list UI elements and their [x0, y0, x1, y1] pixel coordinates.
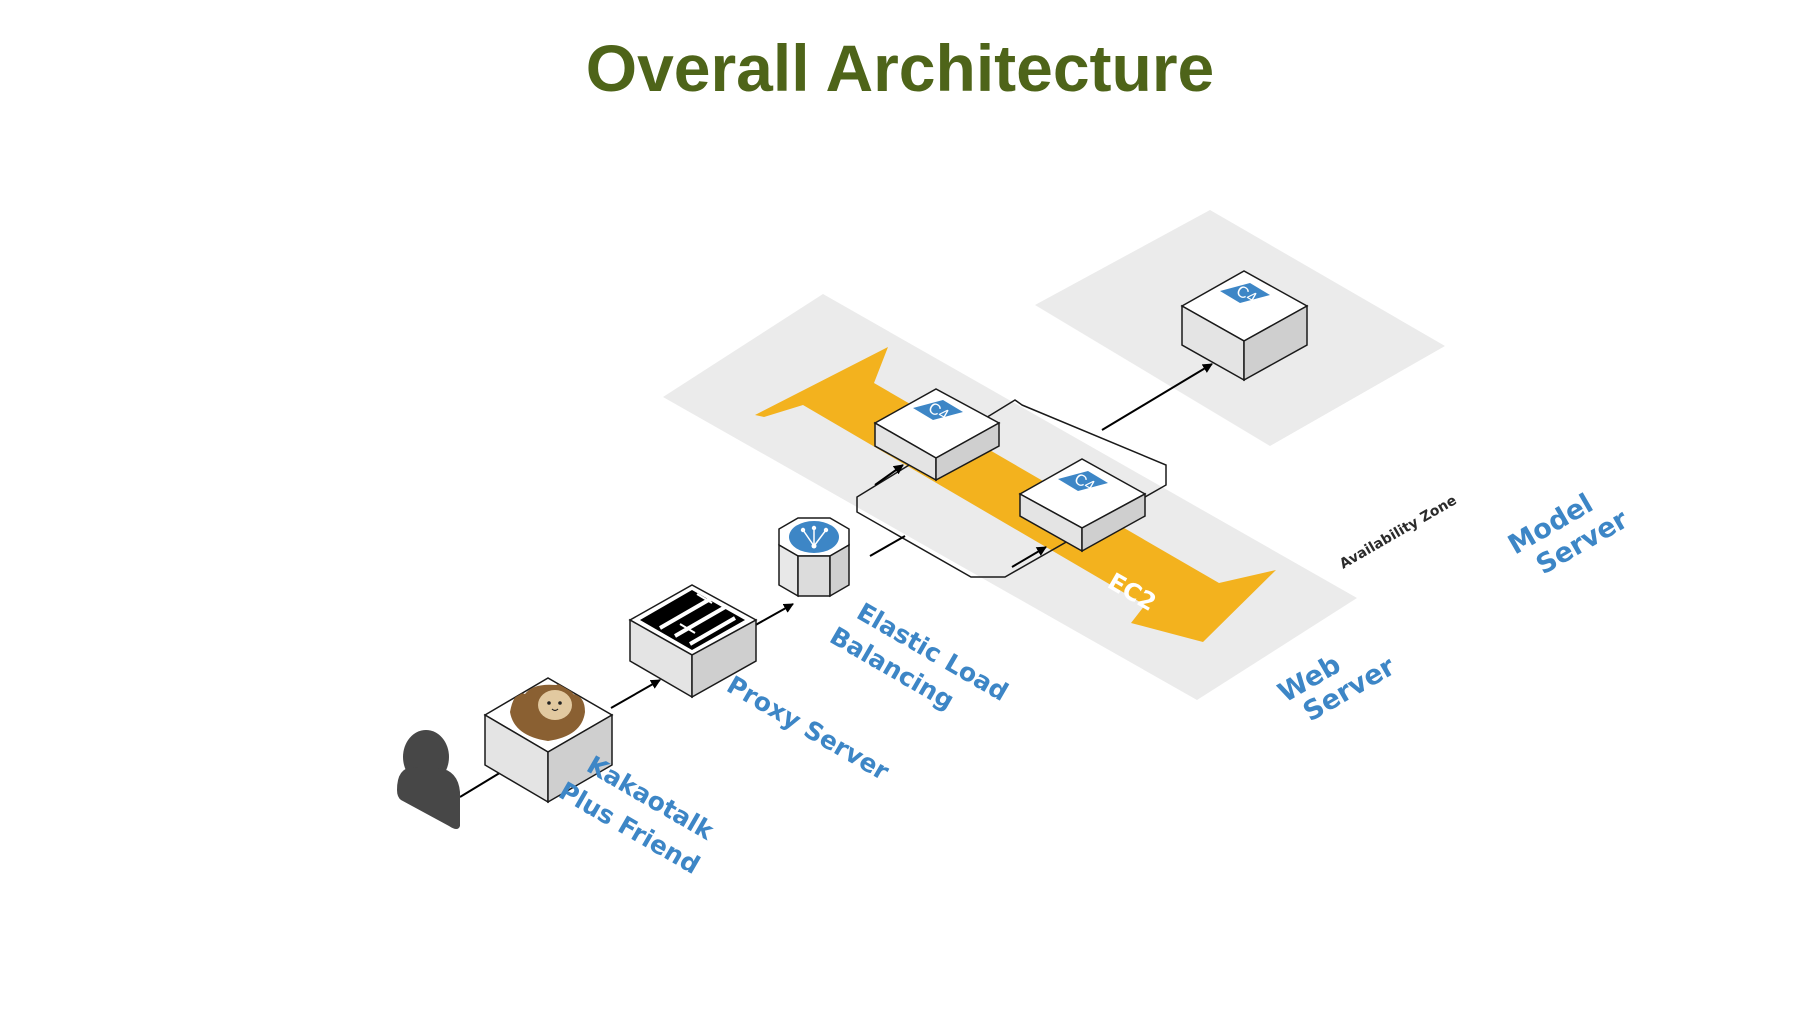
c4-chip-icon: [1220, 283, 1270, 303]
web-server-2-node[interactable]: C4: [1018, 458, 1147, 553]
kakaotalk-to-proxy-connector: [610, 679, 661, 709]
proxy-server-label: Proxy Server: [722, 670, 895, 786]
page-title: Overall Architecture: [585, 31, 1215, 105]
c4-chip-icon: [913, 400, 963, 420]
proxy-terminal-icon: [640, 590, 745, 650]
proxy-server-node[interactable]: [628, 584, 758, 699]
elb-node[interactable]: [778, 517, 850, 598]
kakao-character-icon: [510, 683, 585, 741]
link-to-web2-connector: [1011, 546, 1047, 568]
proxy-to-elb-connector: [751, 603, 794, 628]
availability-zone-label: Availability Zone: [1337, 492, 1460, 572]
user-icon: [397, 730, 460, 829]
elb-to-web-connector: [869, 535, 906, 557]
web-server-1-node[interactable]: C4: [873, 388, 1001, 482]
load-balancer-icon: [789, 521, 839, 553]
web-to-model-connector: [1101, 363, 1213, 431]
model-server-node[interactable]: C4: [1180, 270, 1309, 382]
c4-chip-icon: [1058, 471, 1108, 491]
kakaotalk-node[interactable]: [483, 677, 614, 804]
link-to-web1-connector: [874, 464, 904, 486]
